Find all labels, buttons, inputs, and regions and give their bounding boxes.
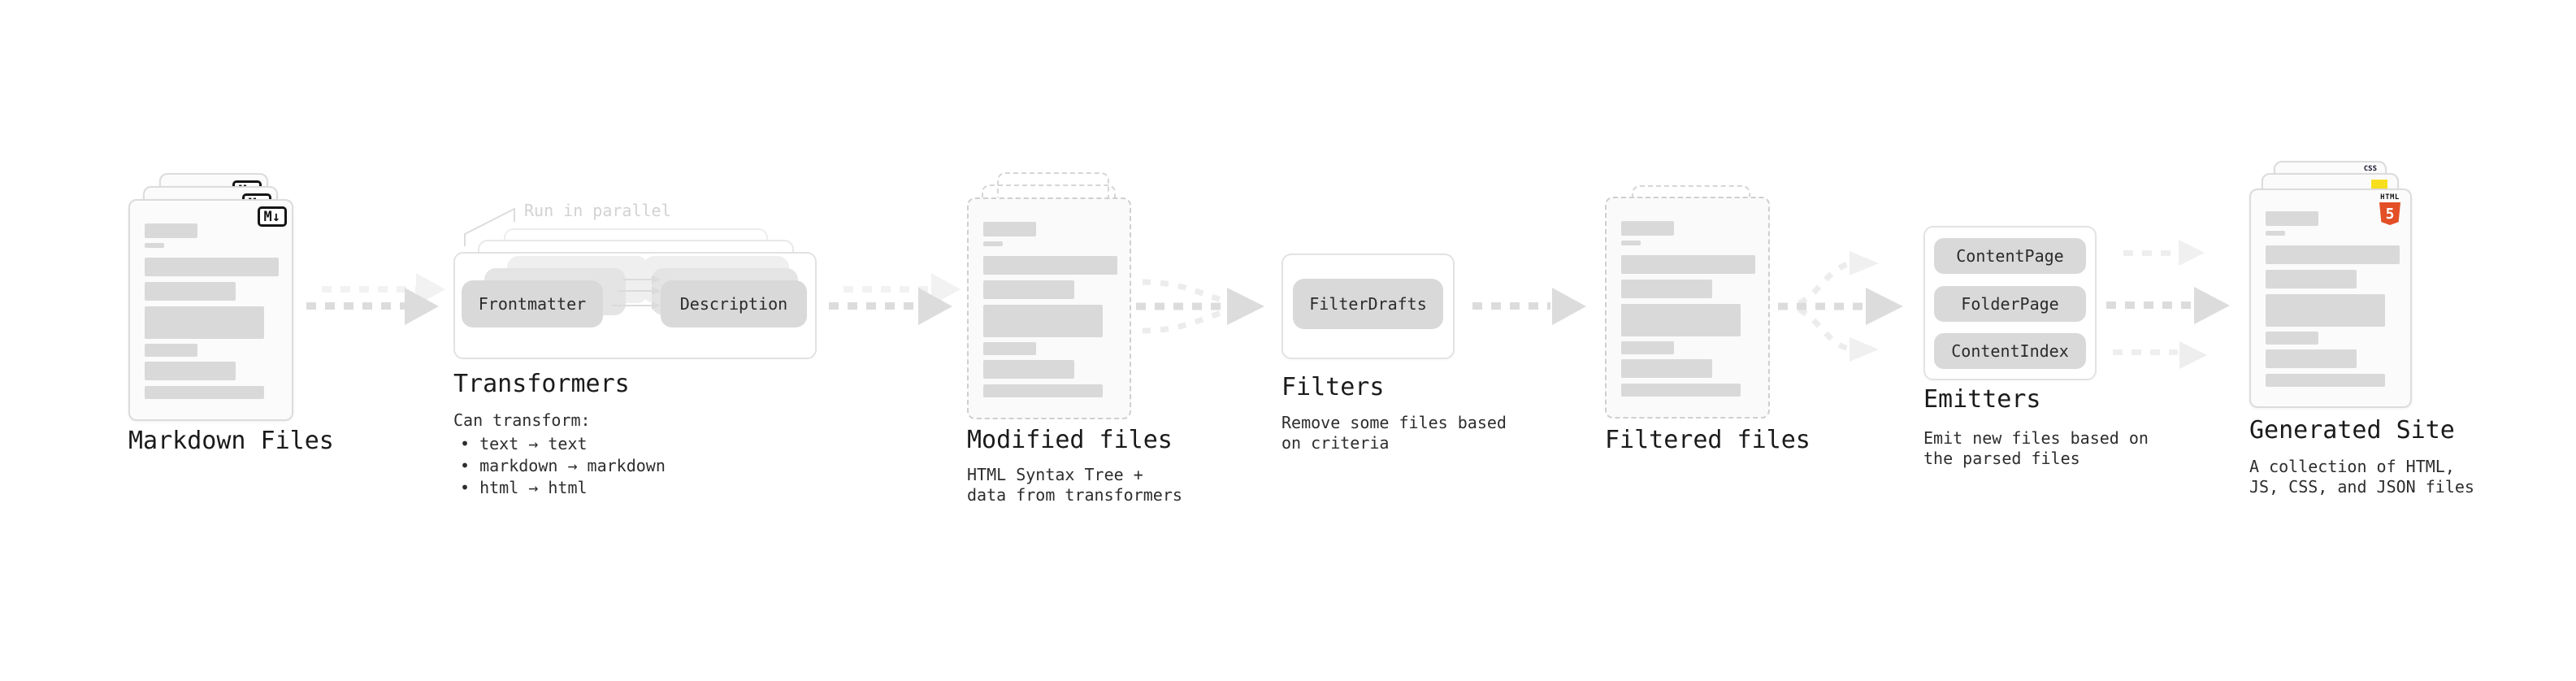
arrow-filtered-to-emitters-diverge — [1778, 251, 1903, 362]
contentindex-chip: ContentIndex — [1934, 333, 2086, 369]
description-chip: Description — [661, 280, 807, 327]
markdown-file-card-front: M↓ — [128, 199, 293, 421]
arrow-modified-to-filters-converge — [1136, 279, 1264, 334]
filterdrafts-chip: FilterDrafts — [1293, 279, 1443, 329]
document-content-placeholder — [145, 223, 280, 399]
modified-files-caption: HTML Syntax Tree + data from transformer… — [967, 465, 1182, 505]
document-content-placeholder — [2266, 211, 2400, 387]
document-content-placeholder — [1621, 221, 1757, 397]
markdown-files-label: Markdown Files — [128, 427, 334, 455]
generated-site-label: Generated Site — [2249, 416, 2455, 445]
html5-icon: HTML 5 — [2379, 194, 2400, 225]
transformers-bullet-3: • html → html — [460, 478, 588, 497]
transformers-bullet-1: • text → text — [460, 434, 588, 453]
document-content-placeholder — [983, 222, 1118, 397]
transformers-bullet-2: • markdown → markdown — [460, 456, 666, 475]
filtered-files-label: Filtered files — [1605, 426, 1811, 454]
filters-caption: Remove some files based on criteria — [1281, 413, 1507, 453]
frontmatter-chip: Frontmatter — [462, 280, 603, 327]
modified-files-label: Modified files — [967, 426, 1173, 454]
annotation-leader-line — [464, 207, 515, 246]
contentpage-chip: ContentPage — [1934, 238, 2086, 274]
generated-site-caption: A collection of HTML, JS, CSS, and JSON … — [2249, 457, 2474, 497]
modified-file-card-front — [967, 197, 1131, 419]
emitters-caption: Emit new files based on the parsed files — [1923, 428, 2149, 468]
transformers-caption-title: Can transform: — [453, 410, 591, 430]
emitters-label: Emitters — [1923, 385, 2041, 414]
markdown-icon: M↓ — [257, 206, 287, 227]
transformers-label: Transformers — [453, 370, 630, 398]
html-file-card: HTML 5 — [2249, 189, 2412, 408]
folderpage-chip: FolderPage — [1934, 286, 2086, 322]
filtered-file-card-front — [1605, 197, 1770, 419]
run-in-parallel-annotation: Run in parallel — [524, 201, 671, 220]
chip-to-chip-arrows — [612, 275, 661, 310]
filters-label: Filters — [1281, 373, 1385, 401]
